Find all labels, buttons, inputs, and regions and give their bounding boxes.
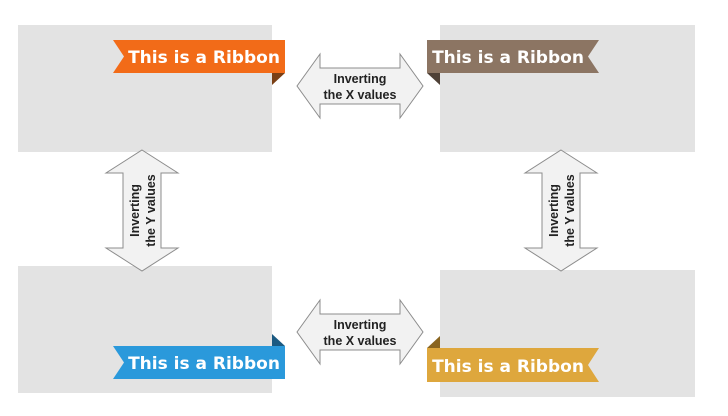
ribbon-top-right: This is a Ribbon (427, 40, 599, 85)
ribbon-top-left: This is a Ribbon (113, 40, 285, 85)
double-arrow-x-top: Inverting the X values (296, 52, 424, 120)
ribbon-label: This is a Ribbon (128, 354, 280, 374)
ribbon-fold (272, 73, 285, 85)
ribbon-body (427, 348, 599, 382)
ribbon-label: This is a Ribbon (128, 48, 280, 68)
ribbon-body (113, 40, 285, 73)
double-arrow-y-left: Inverting the Y values (104, 149, 180, 272)
ribbon-body (113, 346, 285, 379)
ribbon-fold (272, 334, 285, 346)
double-arrow-shape (523, 149, 599, 272)
arrow-label-line2: the X values (324, 88, 397, 102)
ribbon-bottom-right: This is a Ribbon (427, 336, 599, 382)
double-arrow-shape (296, 52, 424, 120)
ribbon-fold (427, 336, 440, 348)
double-arrow-shape (104, 149, 180, 272)
ribbon-label: This is a Ribbon (432, 48, 584, 68)
double-arrow-shape (296, 298, 424, 366)
ribbon-bottom-left: This is a Ribbon (113, 334, 285, 379)
arrow-label-line1: Inverting (128, 184, 142, 237)
arrow-label-line1: Inverting (334, 318, 387, 332)
arrow-label-line2: the X values (324, 334, 397, 348)
double-arrow-x-bottom: Inverting the X values (296, 298, 424, 366)
arrow-label-line2: the Y values (144, 174, 158, 247)
ribbon-fold (427, 73, 440, 85)
arrow-label-line1: Inverting (334, 72, 387, 86)
ribbon-label: This is a Ribbon (432, 357, 584, 377)
arrow-label-line1: Inverting (547, 184, 561, 237)
arrow-label-line2: the Y values (563, 174, 577, 247)
double-arrow-y-right: Inverting the Y values (523, 149, 599, 272)
ribbon-body (427, 40, 599, 73)
